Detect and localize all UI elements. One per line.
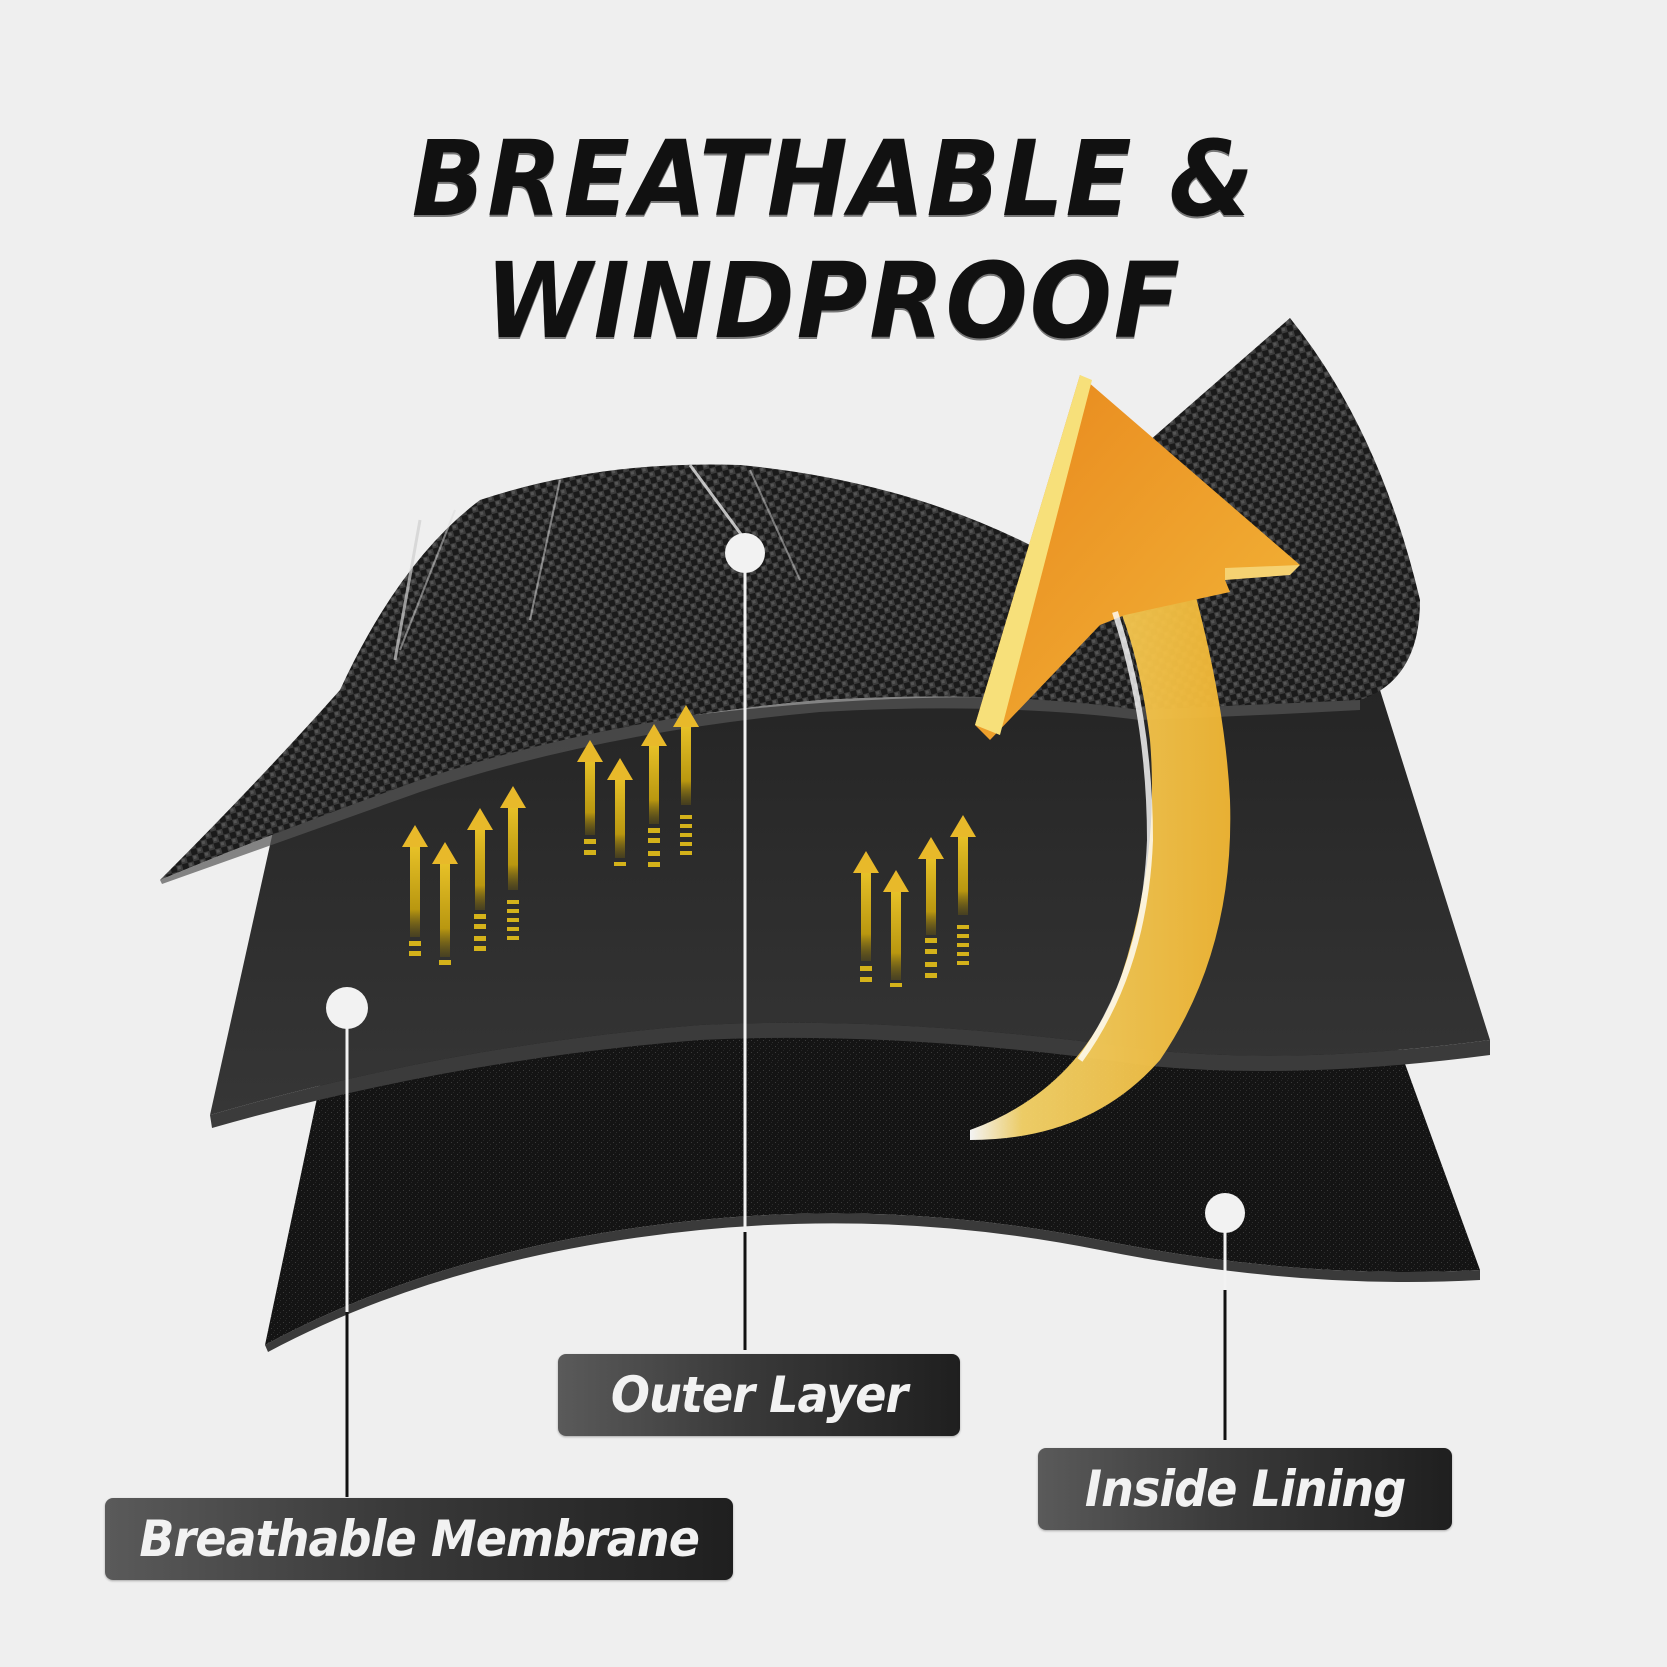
inside-lining-pointer bbox=[1205, 1193, 1245, 1440]
breathable-membrane-label-text: Breathable Membrane bbox=[139, 1510, 700, 1568]
inside-lining-label-text: Inside Lining bbox=[1084, 1460, 1406, 1518]
curved-up-arrow-icon bbox=[970, 375, 1300, 1140]
breathable-membrane-pointer bbox=[326, 987, 368, 1497]
breathable-membrane-label: Breathable Membrane bbox=[105, 1498, 733, 1580]
outer-layer bbox=[160, 318, 1420, 884]
page-title: BREATHABLE & WINDPROOF bbox=[411, 118, 1256, 362]
inside-lining-label: Inside Lining bbox=[1038, 1448, 1452, 1530]
inside-lining-layer bbox=[265, 994, 1480, 1352]
vapor-arrows-icon bbox=[577, 705, 699, 867]
outer-layer-label-text: Outer Layer bbox=[610, 1366, 908, 1424]
vapor-arrows-icon bbox=[853, 815, 976, 987]
outer-layer-pointer bbox=[725, 533, 765, 1350]
vapor-arrows-icon bbox=[402, 786, 526, 965]
outer-layer-label: Outer Layer bbox=[558, 1354, 960, 1436]
